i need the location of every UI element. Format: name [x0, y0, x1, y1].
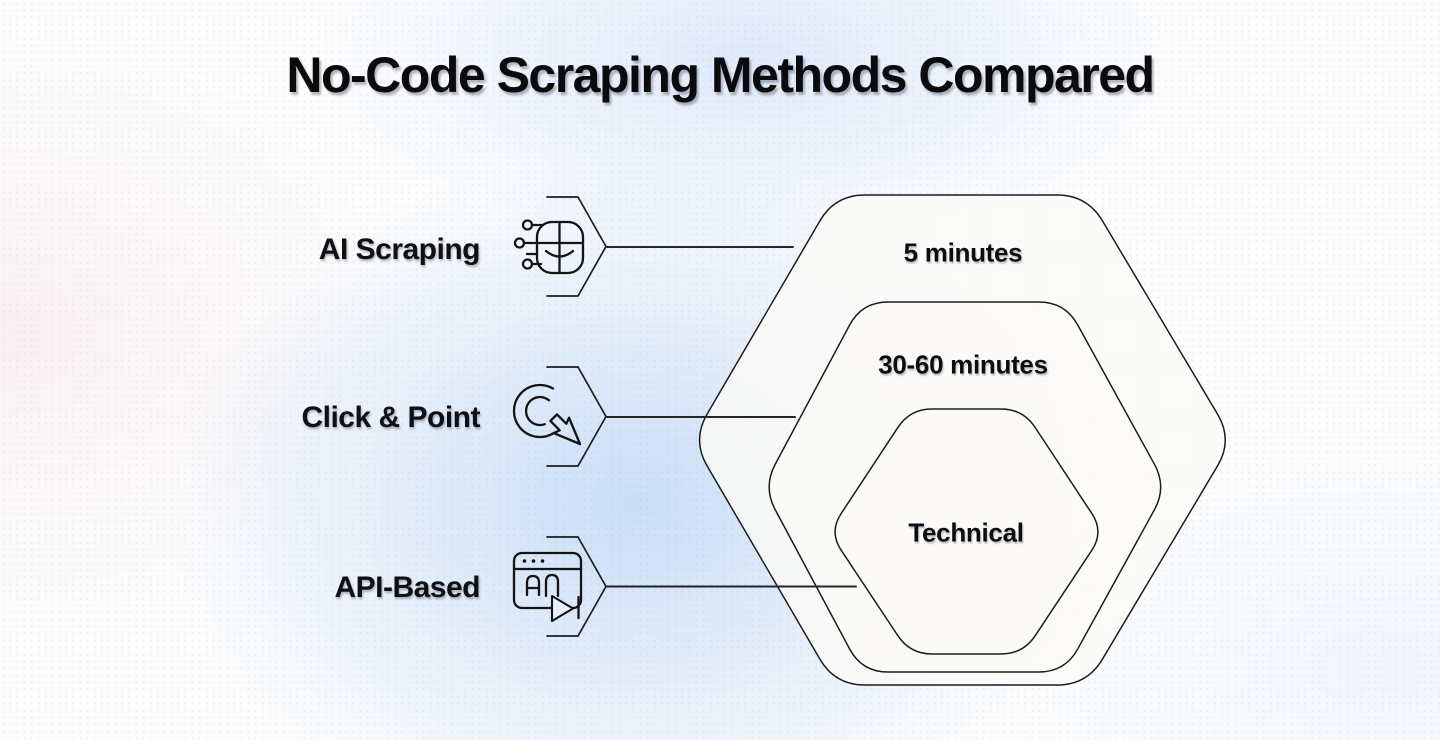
level-label-technical: Technical	[908, 517, 1024, 548]
chevron-frames	[546, 196, 607, 637]
page-title: No-Code Scraping Methods Compared	[286, 47, 1155, 103]
connector-lines	[606, 246, 857, 588]
cursor-click-icon	[512, 383, 582, 446]
ai-brain-icon	[513, 219, 585, 275]
hexagon-inner	[834, 408, 1099, 655]
method-label-click-point: Click & Point	[301, 401, 480, 434]
hexagon-stack	[698, 194, 1227, 686]
api-browser-icon	[512, 551, 583, 623]
level-label-30-60-minutes: 30-60 minutes	[878, 349, 1048, 380]
method-label-ai-scraping: AI Scraping	[318, 233, 481, 266]
chevron-ai	[546, 196, 607, 297]
chevron-api	[546, 536, 607, 637]
chevron-click	[546, 366, 607, 467]
level-label-5-minutes: 5 minutes	[903, 237, 1023, 268]
method-label-api-based: API-Based	[334, 571, 480, 604]
